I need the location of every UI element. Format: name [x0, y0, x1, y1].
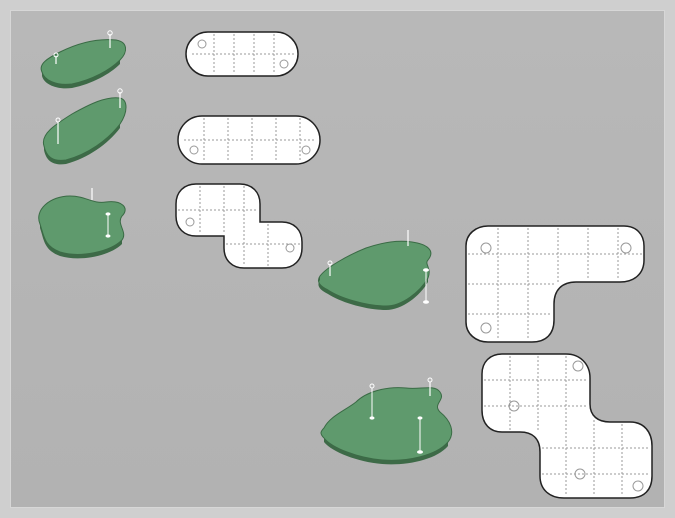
catalog-panel	[10, 10, 665, 508]
green-plan-rect-2x4	[184, 30, 304, 80]
green-3d-elongated	[36, 84, 136, 174]
green-surface	[41, 40, 125, 85]
green-3d-kidney	[30, 174, 140, 264]
green-plan-rect-2x5	[176, 114, 326, 170]
green-3d-double-kidney	[316, 362, 466, 472]
green-plan-s-curve	[174, 182, 309, 272]
green-plan-large-s-curve	[480, 352, 656, 502]
green-plan-l-shape	[464, 224, 654, 346]
green-3d-large-kidney	[316, 220, 446, 320]
